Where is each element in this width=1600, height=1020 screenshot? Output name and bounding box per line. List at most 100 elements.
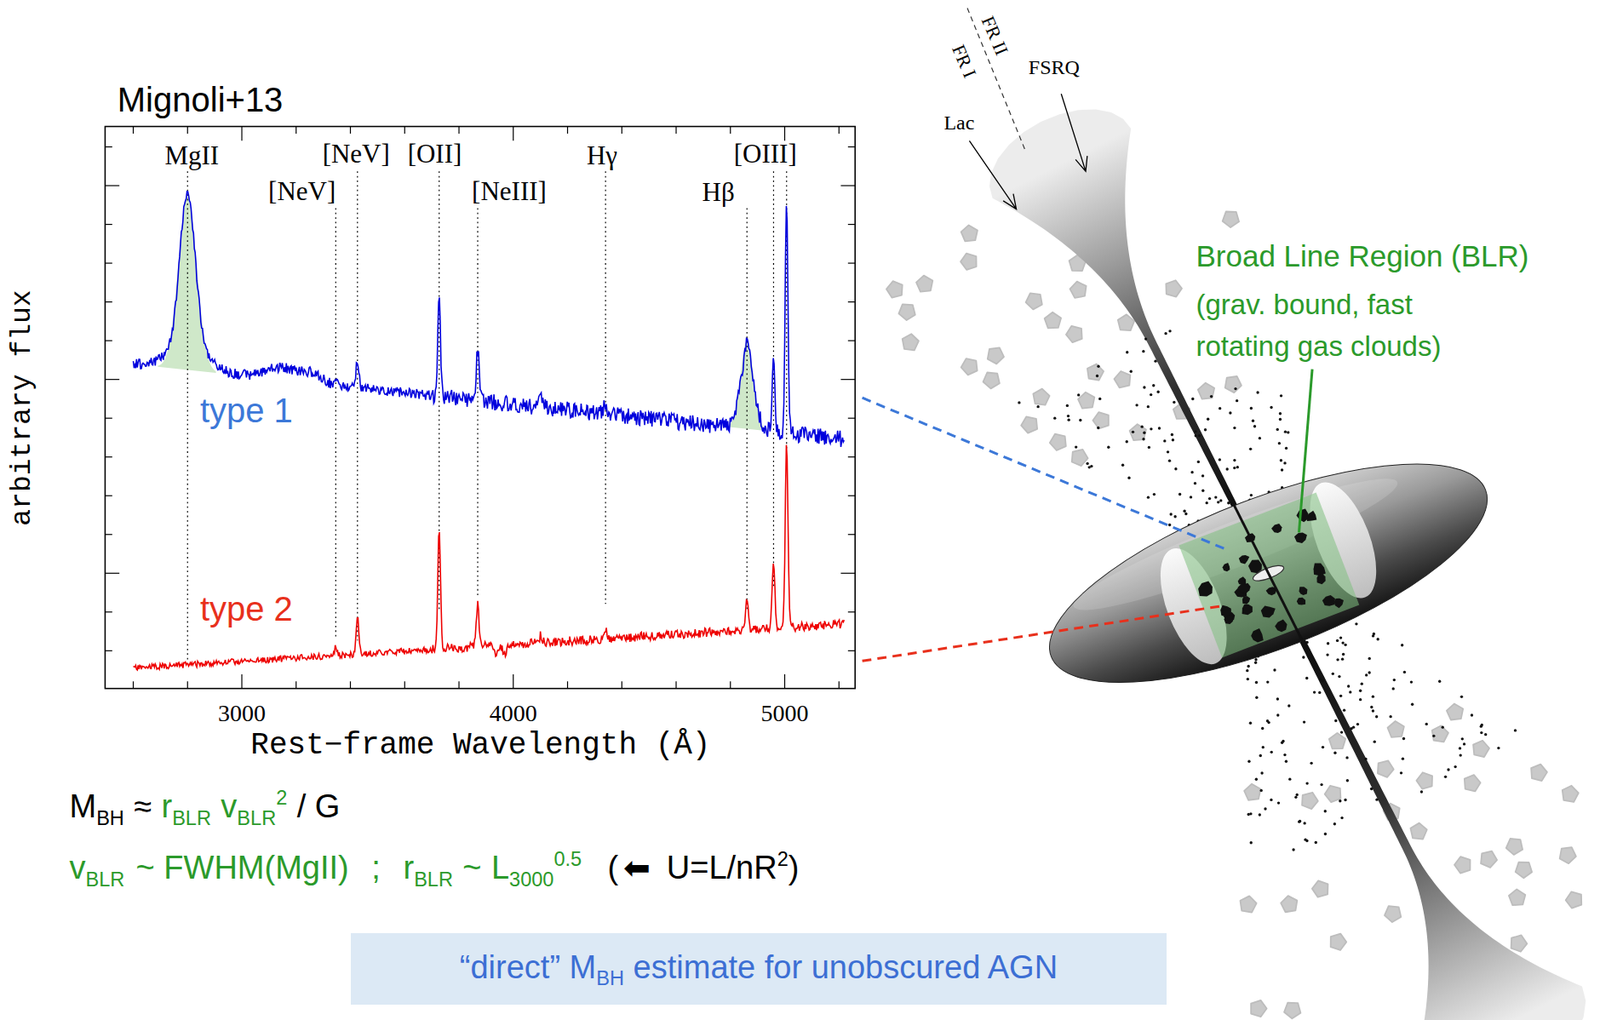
nlr-cloud [1044,312,1061,329]
caption-text: “direct” MBHestimate for unobscured AGN [459,948,1058,992]
y-tick [104,573,120,574]
cone-dot [1088,465,1091,469]
cone-dot [1172,401,1176,404]
spectrum-label: type 1 [200,393,293,428]
line-marker [605,171,607,604]
nlr-cloud [1473,740,1490,757]
y-tick [104,495,112,497]
formula-term: 0.5 [553,847,582,872]
cone-dot [1438,680,1441,683]
line-marker [335,207,337,637]
y-tick [848,262,855,264]
formula-term: 2 [275,785,287,810]
cone-dot [1149,393,1153,396]
cone-dot [1077,393,1080,396]
cone-dot [1152,384,1155,387]
cone-dot [1461,737,1464,740]
x-tick [675,126,677,134]
caption-box: “direct” MBHestimate for unobscured AGN [350,933,1166,1005]
y-tick [848,223,855,225]
cone-dot [1208,497,1211,500]
nlr-cloud [1020,416,1038,433]
cone-dot [1168,458,1171,462]
cone-dot [1370,705,1373,709]
line-name: MgII [164,142,219,169]
nlr-cloud [1070,281,1087,299]
nlr-cloud [1565,891,1583,908]
nlr-cloud [1329,733,1346,750]
nlr-cloud [1284,1003,1301,1020]
line-name: [OIII] [734,139,798,167]
nlr-cloud [1165,280,1182,297]
cone-dot [1496,746,1500,750]
cone-dot [1261,727,1264,730]
caption-text-part: estimate for unobscured AGN [633,948,1058,988]
line-name: Hγ [586,142,618,169]
blr-cloud [1195,579,1216,599]
nlr-cloud [1531,764,1548,781]
cone-dot [1158,426,1161,430]
formula-term: BLR [172,806,212,831]
cone-dot [1364,673,1368,677]
nlr-cloud [1198,383,1215,400]
caption-text-part: “direct” M [459,948,597,988]
cone-dot [1343,643,1347,647]
y-tick [104,611,112,613]
formula-term: ; [371,848,381,889]
nlr-cloud [1515,862,1532,878]
nlr-cloud [1066,326,1083,343]
nlr-cloud [902,333,919,350]
cone-dot [1280,468,1284,471]
jet-core [1231,500,1305,647]
cone-dot [1144,337,1147,340]
cone-dot [1174,467,1177,471]
y-tick [840,573,855,574]
cone-dot [1216,500,1220,504]
type1-leader [862,397,1230,551]
cone-dot [1250,493,1253,497]
y-tick [848,146,855,148]
cone-dot [1131,430,1135,434]
cone-dot [1513,728,1517,732]
tick-label: 3000 [217,701,266,726]
x-tick [349,681,351,689]
nlr-cloud [1506,838,1523,855]
cone-dot [1168,329,1171,333]
blr-cloud [1238,553,1251,566]
cone-dot [1147,446,1151,449]
y-tick [104,378,120,380]
cone-dot [1141,437,1145,441]
cone-dot [1376,637,1379,641]
cone-dot [1296,793,1299,797]
y-tick [104,184,120,186]
x-tick [240,126,242,142]
nlr-cloud [1464,774,1481,792]
cone-dot [1169,512,1172,516]
blr-cloud [1270,522,1284,535]
line-marker [187,171,189,661]
cone-dot [1392,687,1395,690]
cone-dot [1291,848,1295,851]
y-tick [848,611,855,613]
nlr-cloud [1072,449,1089,466]
x-tick [295,681,297,689]
formula-term: M [68,787,97,827]
cone-dot [1320,679,1324,683]
tick-label: 4000 [489,701,538,726]
cone-dot [1255,778,1258,781]
cone-dot [1249,447,1252,451]
cone-dot [1305,641,1308,644]
cone-dot [1194,434,1198,437]
y-tick [848,418,855,419]
cone-dot [1368,657,1371,660]
cone-dot [1302,720,1306,723]
formula-term: U=L/nR [666,848,778,889]
nlr-cloud [1384,906,1401,923]
cone-dot [1152,493,1156,496]
cone-dot [1247,813,1251,816]
blr-cloud [1237,576,1248,587]
formula-term: 3000 [509,867,554,892]
cone-dot [1184,512,1188,516]
cone-dot [1163,439,1166,442]
nlr-cloud [987,347,1004,364]
